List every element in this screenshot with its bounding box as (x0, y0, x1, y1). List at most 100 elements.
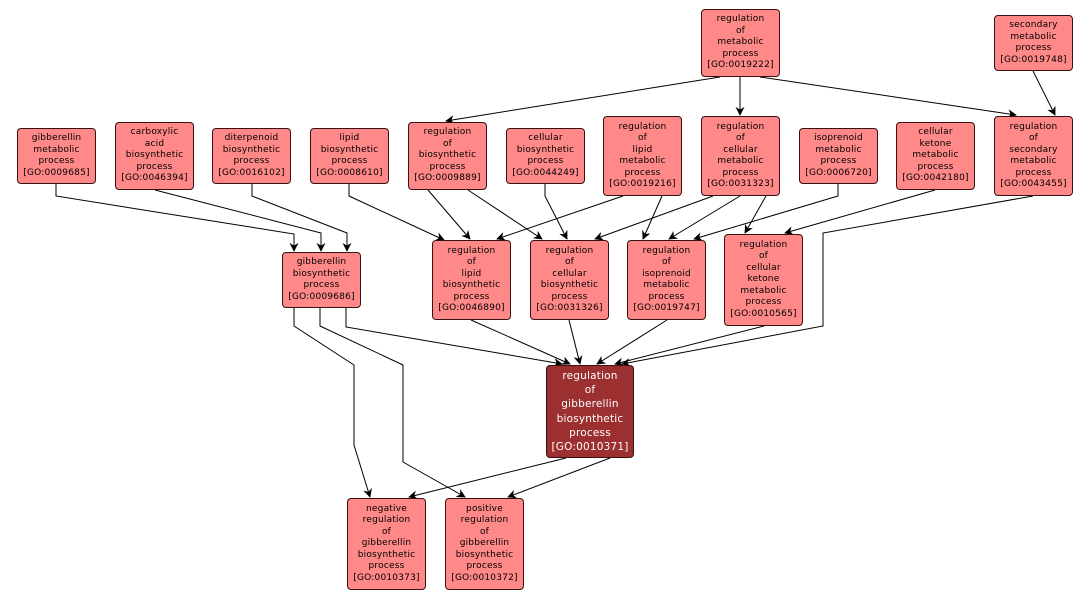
node-label-line: metabolic (1010, 156, 1057, 166)
node-label-line: lipid (632, 144, 653, 155)
node-label-line: of (735, 25, 746, 36)
node-go-id: [GO:0042180] (902, 173, 969, 184)
node-label-line: regulation (362, 515, 411, 526)
edge-go-0010371-to-go-0010372 (507, 457, 611, 499)
node-label-line: of (466, 257, 477, 267)
edge-go-0019222-to-go-0009889 (445, 76, 721, 125)
node-go-id: [GO:0019216] (609, 179, 676, 189)
node-label-line: biosynthetic (357, 549, 416, 560)
node-label-line: process (569, 426, 611, 439)
edge-go-0042180-to-go-0010565 (784, 189, 936, 236)
node-go-id: [GO:0008610] (316, 167, 383, 178)
node-label-line: positive (466, 503, 503, 514)
edge-go-0031323-to-go-0031326 (594, 195, 714, 241)
edge-go-0046890-to-go-0010371 (470, 319, 571, 365)
node-label-line: process (1015, 43, 1052, 53)
node-label-line: negative (366, 503, 407, 514)
node-label-line: carboxylic (130, 127, 179, 138)
node-label-line: diterpenoid (224, 133, 279, 143)
edge-go-0016102-to-go-0009686 (251, 184, 352, 252)
node-label-line: process (648, 291, 685, 302)
node-go-id: [GO:0019747] (633, 303, 700, 313)
edge-go-0019747-to-go-0010371 (596, 319, 668, 365)
node-label-line: gibberellin (459, 538, 510, 549)
node-label-line: lipid (461, 268, 482, 279)
node-go-id: [GO:0016102] (218, 167, 285, 178)
node-go-id: [GO:0019222] (707, 60, 774, 71)
node-label-line: of (637, 133, 648, 143)
node-label-line: metabolic (33, 144, 80, 155)
node-label-line: metabolic (717, 156, 764, 166)
node-label-line: regulation (447, 245, 496, 256)
node-label-line: regulation (642, 245, 691, 256)
node-label-line: process (1015, 167, 1052, 178)
node-label-line: isoprenoid (642, 268, 691, 279)
node-label-line: isoprenoid (814, 133, 863, 143)
node-label-line: of (735, 133, 746, 143)
node-label-line: metabolic (815, 144, 862, 155)
edge-go-0006720-to-go-0019747 (693, 184, 839, 241)
node-go-id: [GO:0006720] (805, 167, 872, 178)
node-go-id: [GO:0031326] (536, 303, 603, 313)
edge-go-0043455-to-go-0010371 (621, 195, 1034, 367)
node-label-line: process (233, 156, 270, 166)
edge-go-0009686-to-go-0010372 (319, 308, 466, 498)
edge-go-0008610-to-go-0046890 (348, 184, 445, 241)
edge-go-0044249-to-go-0031326 (544, 184, 568, 240)
node-label-line: biosynthetic (516, 144, 575, 155)
node-label-line: metabolic (717, 37, 764, 48)
edge-go-0010565-to-go-0010371 (614, 325, 765, 367)
edge-go-0009685-to-go-0009686 (55, 184, 299, 252)
node-label-line: process (429, 161, 466, 172)
edge-go-0019216-to-go-0019747 (642, 195, 663, 240)
node-go-id: [GO:0010371] (551, 441, 629, 454)
node-label-line: ketone (919, 138, 952, 149)
edge-go-0031323-to-go-0019747 (668, 195, 741, 240)
edge-go-0009686-to-go-0010373 (293, 308, 372, 498)
node-label-line: gibberellin (31, 133, 82, 143)
node-label-line: biosynthetic (125, 150, 184, 161)
node-label-line: cellular (723, 144, 758, 155)
node-label-line: cellular (918, 127, 953, 138)
node-label-line: biosynthetic (442, 280, 501, 290)
node-label-line: regulation (716, 121, 765, 132)
edge-go-0019222-to-go-0043455 (759, 76, 1017, 119)
node-label-line: process (303, 280, 340, 290)
node-label-line: metabolic (643, 280, 690, 290)
node-label-line: regulation (716, 14, 765, 25)
node-label-line: regulation (545, 245, 594, 256)
node-label-line: lipid (339, 133, 360, 143)
node-label-line: of (661, 257, 672, 267)
node-go-id: [GO:0043455] (1000, 179, 1067, 189)
node-label-line: process (722, 167, 759, 178)
node-label-line: of (584, 383, 596, 396)
node-label-line: process (368, 561, 405, 572)
node-label-line: process (136, 161, 173, 172)
node-label-line: regulation (562, 369, 618, 382)
node-go-id: [GO:0019748] (1000, 54, 1067, 65)
node-label-line: regulation (423, 127, 472, 138)
node-label-line: metabolic (912, 150, 959, 161)
edge-go-0009686-to-go-0010371 (345, 308, 563, 368)
